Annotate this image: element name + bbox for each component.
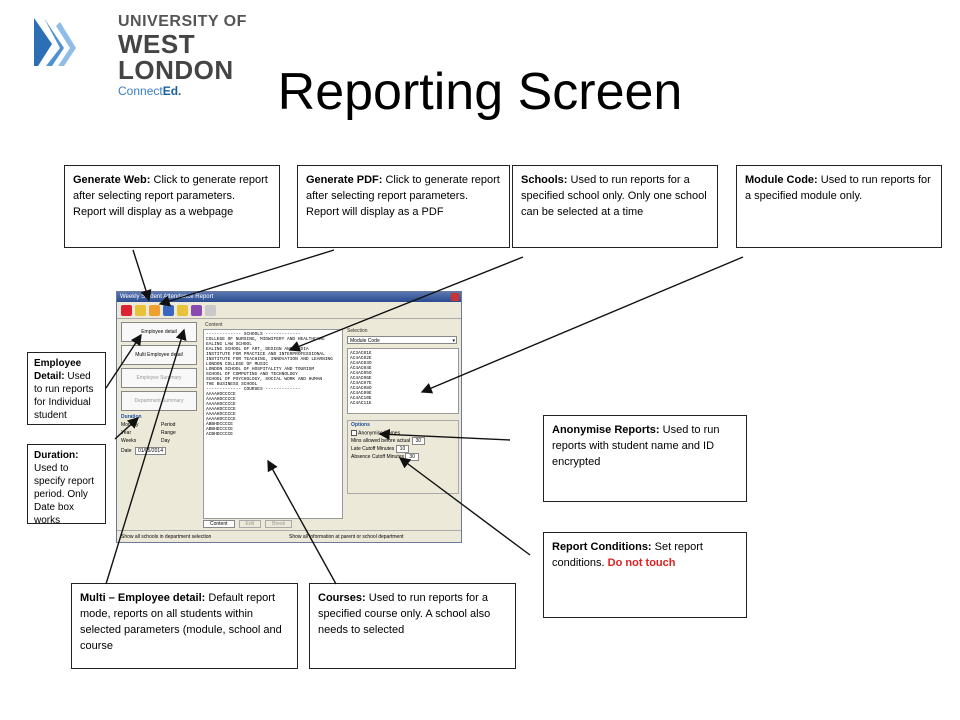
report-mode-pane: Employee detail Multi Employee detail Em… — [121, 322, 201, 512]
module-item[interactable]: AC4AC05O — [350, 371, 372, 376]
mins-allowed-field[interactable]: 30 — [411, 437, 426, 446]
module-item[interactable]: AC4AC03O — [350, 361, 372, 366]
page-title: Reporting Screen — [277, 63, 683, 121]
logo-line-3: ConnectEd. — [118, 84, 182, 98]
school-item[interactable]: SCHOOL OF PSYCHOLOGY, SOCIAL WORK AND HU… — [206, 377, 323, 382]
callout-multi-employee: Multi – Employee detail: Default report … — [71, 583, 298, 669]
logo-shield-icon — [34, 18, 76, 66]
school-item[interactable]: LONDON COLLEGE OF MUSIC — [206, 362, 269, 367]
edit-tab[interactable]: Edit — [238, 520, 262, 528]
callout-duration: Duration: Used to specify report period.… — [27, 444, 106, 526]
mins-allowed-label: Mins allowed before actual — [351, 438, 411, 445]
content-tab[interactable]: Content — [203, 520, 235, 528]
folder-icon[interactable] — [177, 304, 188, 316]
school-item[interactable]: EALING LAW SCHOOL — [206, 342, 252, 347]
school-item[interactable]: EALING SCHOOL OF ART, DESIGN AND MEDIA — [206, 347, 309, 352]
callout-generate-pdf: Generate PDF: Click to generate report a… — [297, 165, 510, 248]
date-label: Date — [121, 448, 132, 454]
date-field[interactable]: 01/05/2014 — [134, 447, 166, 455]
duration-weeks-radio[interactable]: Weeks — [121, 438, 137, 444]
courses-header: ------------- COURSES ------------- — [206, 387, 301, 392]
callout-schools: Schools: Used to run reports for a speci… — [512, 165, 718, 248]
course-item[interactable]: ACBHDCCCCE — [206, 432, 234, 437]
school-item[interactable]: SCHOOL OF COMPUTING AND TECHNOLOGY — [206, 372, 298, 377]
school-item[interactable]: LONDON SCHOOL OF HOSPITALITY AND TOURISM — [206, 367, 315, 372]
selection-label: Selection — [347, 328, 368, 334]
show-all-info-checkbox[interactable]: Show all information at parent or school… — [289, 534, 404, 540]
callout-report-conditions: Report Conditions: Set report conditions… — [543, 532, 747, 618]
module-item[interactable]: AC4AC04E — [350, 366, 372, 371]
module-item[interactable]: AC3AC01E — [350, 351, 372, 356]
duration-monthly-radio[interactable]: Monthly — [121, 422, 139, 428]
generate-pdf-icon[interactable] — [149, 304, 160, 316]
duration-year-radio[interactable]: Year — [121, 430, 132, 436]
employee-detail-button[interactable]: Employee detail — [121, 322, 197, 342]
callout-employee-detail: Employee Detail: Used to run reports for… — [27, 352, 106, 425]
export-icon[interactable] — [205, 304, 216, 316]
late-cutoff-field[interactable]: 10 — [395, 445, 410, 454]
logo-line-2: WEST LONDON — [118, 29, 234, 85]
course-item[interactable]: AAAAHDCCCCE — [206, 407, 236, 412]
employee-summary-button[interactable]: Employee Summary — [121, 368, 197, 388]
school-item[interactable]: INSTITUTE FOR TEACHING, INNOVATION AND L… — [206, 357, 333, 362]
module-list[interactable]: AC3AC01E AC4AC02E AC4AC03O AC4AC04E AC4A… — [347, 348, 459, 414]
toolbar — [117, 302, 461, 319]
options-label: Options — [351, 422, 370, 428]
school-item[interactable]: THE BUSINESS SCHOOL — [206, 382, 258, 387]
course-item[interactable]: ABBHDCCCCE — [206, 427, 234, 432]
delete-icon[interactable] — [121, 304, 132, 316]
module-item[interactable]: AC4AC06E — [350, 376, 372, 381]
course-item[interactable]: ABBHDCCCCE — [206, 422, 234, 427]
duration-day-radio[interactable]: Day — [161, 438, 170, 444]
absence-cutoff-field[interactable]: 30 — [405, 453, 419, 462]
callout-module-code: Module Code: Used to run reports for a s… — [736, 165, 942, 248]
course-item[interactable]: AAAAHDCCCCE — [206, 402, 236, 407]
callout-courses: Courses: Used to run reports for a speci… — [309, 583, 516, 669]
user-icon[interactable] — [191, 304, 202, 316]
school-item[interactable]: INSTITUTE FOR PRACTICE AND INTERPROFESSI… — [206, 352, 325, 357]
duration-period-radio[interactable]: Period — [161, 422, 176, 428]
duration-label: Duration — [121, 414, 142, 420]
close-icon[interactable] — [451, 293, 459, 301]
report-app-window: Weekly Student Attendance Report Employe… — [116, 291, 462, 543]
status-bar: Show all schools in department selection… — [117, 530, 461, 542]
window-title: Weekly Student Attendance Report — [120, 294, 214, 300]
course-item[interactable]: AAAAHDCCCCE — [206, 392, 236, 397]
callout-anonymise: Anonymise Reports: Used to run reports w… — [543, 415, 747, 502]
multi-employee-detail-button[interactable]: Multi Employee detail — [121, 345, 197, 365]
selection-dropdown[interactable]: Module Code ▾ — [347, 336, 457, 344]
show-all-schools-checkbox[interactable]: Show all schools in department selection — [121, 534, 212, 540]
module-item[interactable]: AC4AC11E — [350, 401, 372, 406]
school-item[interactable]: COLLEGE OF NURSING, MIDWIFERY AND HEALTH… — [206, 337, 325, 342]
generate-web-icon[interactable] — [135, 304, 146, 316]
late-cutoff-label: Late Cutoff Minutes — [351, 446, 395, 453]
selection-dropdown-value: Module Code — [350, 338, 380, 344]
university-logo: UNIVERSITY OF WEST LONDON ConnectEd. — [30, 13, 270, 97]
anonymise-checkbox[interactable] — [351, 430, 357, 436]
window-title-bar: Weekly Student Attendance Report — [117, 292, 461, 302]
break-tab[interactable]: Break — [265, 520, 293, 528]
course-item[interactable]: AAAAHDCCCCE — [206, 417, 236, 422]
department-summary-button[interactable]: Department Summary — [121, 391, 197, 411]
options-panel: Options Anonymise Names Mins allowed bef… — [347, 420, 459, 494]
module-item[interactable]: AC4AC10E — [350, 396, 372, 401]
anonymise-label: Anonymise Names — [358, 430, 401, 437]
course-item[interactable]: AAAAHDCCCCE — [206, 397, 236, 402]
module-item[interactable]: AC4AC02E — [350, 356, 372, 361]
schools-header: ------------- SCHOOLS ------------- — [206, 332, 301, 337]
arrow-module — [420, 256, 744, 394]
chevron-down-icon: ▾ — [452, 338, 455, 344]
absence-cutoff-label: Absence Cutoff Minutes — [351, 454, 404, 461]
save-icon[interactable] — [163, 304, 174, 316]
duration-range-radio[interactable]: Range — [161, 430, 176, 436]
module-item[interactable]: AC4AC09E — [350, 391, 372, 396]
schools-courses-list[interactable]: ------------- SCHOOLS ------------- COLL… — [203, 329, 343, 519]
logo-line-1: UNIVERSITY OF — [118, 13, 247, 30]
content-label: Content — [205, 322, 223, 328]
course-item[interactable]: AAAAHDCCCCE — [206, 412, 236, 417]
module-item[interactable]: AC4AC08O — [350, 386, 372, 391]
callout-generate-web: Generate Web: Click to generate report a… — [64, 165, 280, 248]
module-item[interactable]: AC4AC07E — [350, 381, 372, 386]
